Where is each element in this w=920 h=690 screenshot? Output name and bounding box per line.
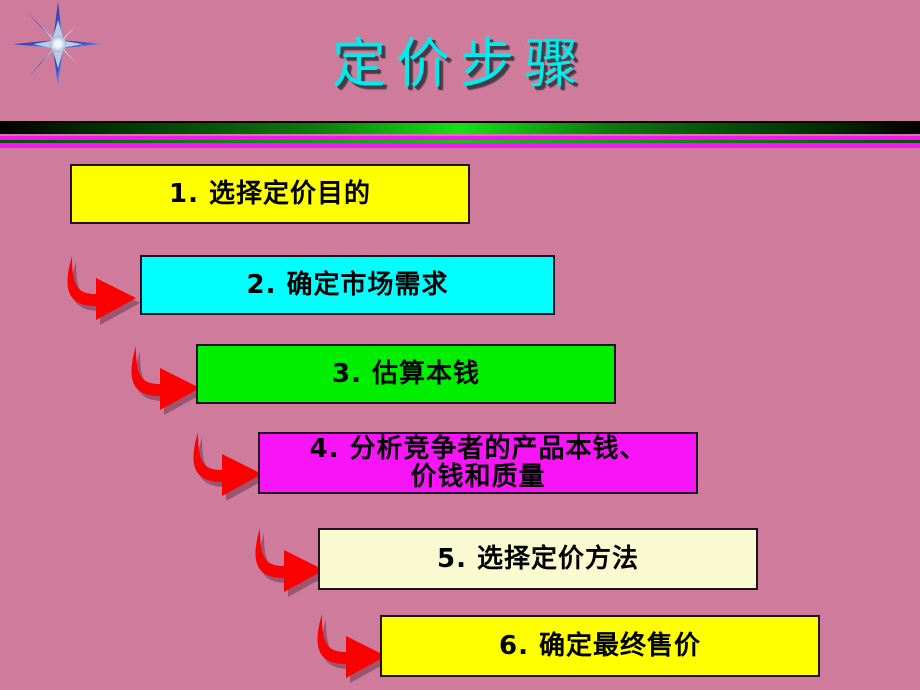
step-label-1: 1. 选择定价目的 — [169, 180, 371, 208]
decorative-divider — [0, 120, 920, 150]
step-box-3[interactable]: 3. 估算本钱 — [196, 344, 616, 404]
page-title: 定价步骤 — [332, 32, 588, 95]
step-label-4: 4. 分析竞争者的产品本钱、价钱和质量 — [309, 435, 646, 491]
step-label-line: 5. 选择定价方法 — [436, 543, 640, 574]
step-label-line: 1. 选择定价目的 — [168, 178, 372, 209]
step-label-5: 5. 选择定价方法 — [437, 545, 639, 573]
step-label-line: 2. 确定市场需求 — [246, 269, 449, 300]
arrow-body — [193, 432, 262, 496]
arrow-body — [67, 256, 136, 320]
arrow-body — [317, 614, 386, 678]
divider-black-line — [0, 121, 920, 123]
step-label-line: 6. 确定最终售价 — [498, 630, 702, 661]
arrow-shadow — [197, 437, 266, 501]
step-label-line: 4. 分析竞争者的产品本钱、 — [309, 433, 647, 464]
step-label-line: 价钱和质量 — [410, 462, 546, 492]
arrow-shadow — [71, 261, 140, 325]
curved-right-arrow-icon — [67, 256, 140, 325]
divider-magenta-line-bottom — [0, 143, 920, 148]
arrow-shadow — [135, 351, 204, 415]
step-label-3: 3. 估算本钱 — [332, 360, 480, 388]
divider-green-gradient-bar — [0, 123, 920, 134]
step-box-6[interactable]: 6. 确定最终售价 — [380, 615, 820, 677]
step-label-2: 2. 确定市场需求 — [246, 271, 448, 299]
step-label-line: 3. 估算本钱 — [331, 358, 481, 389]
arrow-body — [131, 346, 200, 410]
step-box-5[interactable]: 5. 选择定价方法 — [318, 528, 758, 590]
step-label-6: 6. 确定最终售价 — [499, 632, 701, 660]
divider-magenta-line-top — [0, 136, 920, 140]
divider-green-thin-line — [0, 140, 920, 143]
step-box-2[interactable]: 2. 确定市场需求 — [140, 255, 555, 315]
arrow-body — [255, 528, 324, 592]
step-box-1[interactable]: 1. 选择定价目的 — [70, 164, 470, 224]
step-box-4[interactable]: 4. 分析竞争者的产品本钱、价钱和质量 — [258, 432, 698, 494]
